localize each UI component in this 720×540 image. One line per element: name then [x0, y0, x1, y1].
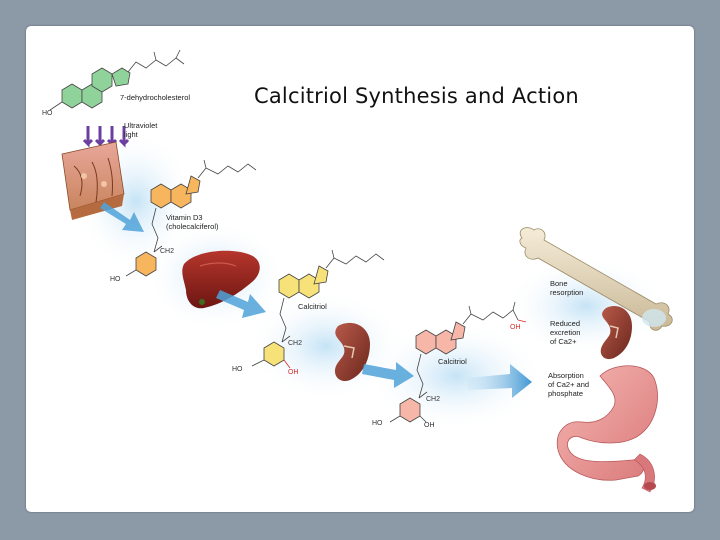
liver-icon	[182, 250, 260, 309]
arrow-liver-to-calcitriol	[216, 290, 266, 318]
label-reduced-excretion-line3: of Ca2+	[550, 337, 577, 346]
chem-ch2-1: CH2	[160, 248, 175, 255]
label-ultraviolet-light-line2: light	[124, 130, 138, 139]
kidney-icon	[600, 306, 632, 360]
label-calcitriol-1: Calcitriol	[298, 302, 327, 311]
chem-oh-3: OH	[288, 369, 299, 376]
label-absorption-line3: phosphate	[548, 389, 584, 398]
sunlight-arrows-icon	[82, 126, 130, 148]
label-7-dehydrocholesterol: 7-dehydrocholesterol	[120, 93, 191, 102]
label-absorption-line1: Absorption	[548, 371, 584, 380]
molecule-calcitriol-final	[389, 301, 527, 423]
chem-ch2-2: CH2	[288, 340, 303, 347]
molecule-calcitriol-intermediate	[251, 249, 385, 369]
stomach-intestine-icon	[556, 365, 658, 493]
label-reduced-excretion-line1: Reduced	[550, 319, 581, 328]
chem-ho-4: HO	[372, 420, 383, 427]
label-vitamin-d3-line2: (cholecalciferol)	[166, 222, 219, 231]
page-title: Calcitriol Synthesis and Action	[254, 84, 579, 108]
arrow-calcitriol-to-targets	[466, 364, 532, 398]
skin-icon	[61, 141, 125, 220]
label-ultraviolet-light-line1: Ultraviolet	[124, 121, 158, 130]
label-vitamin-d3-line1: Vitamin D3	[166, 213, 203, 222]
label-absorption-line2: of Ca2+ and	[548, 380, 590, 389]
slide: Calcitriol Synthesis and Action 7-dehydr…	[26, 26, 694, 512]
chem-oh-4: OH	[510, 324, 521, 331]
label-reduced-excretion-line2: excretion	[550, 328, 581, 337]
molecule-7-dehydrocholesterol	[49, 49, 185, 111]
label-calcitriol-2: Calcitriol	[438, 357, 467, 366]
label-bone-resorption-line1: Bone	[550, 279, 568, 288]
bone-icon	[519, 227, 673, 331]
chem-ho-3: HO	[232, 366, 243, 373]
arrow-kidney-to-calcitriol	[362, 362, 414, 388]
chem-ho-2: HO	[110, 276, 121, 283]
diagram-canvas	[49, 49, 673, 493]
molecule-vitamin-d3	[125, 159, 257, 277]
arrow-skin-to-vitamin-d	[100, 202, 144, 232]
chem-ho-1: HO	[42, 110, 53, 117]
chem-oh-4b: OH	[424, 422, 435, 429]
kidney-icon	[334, 322, 370, 382]
chem-ch2-4: CH2	[426, 396, 441, 403]
label-bone-resorption-line2: resorption	[550, 288, 584, 297]
